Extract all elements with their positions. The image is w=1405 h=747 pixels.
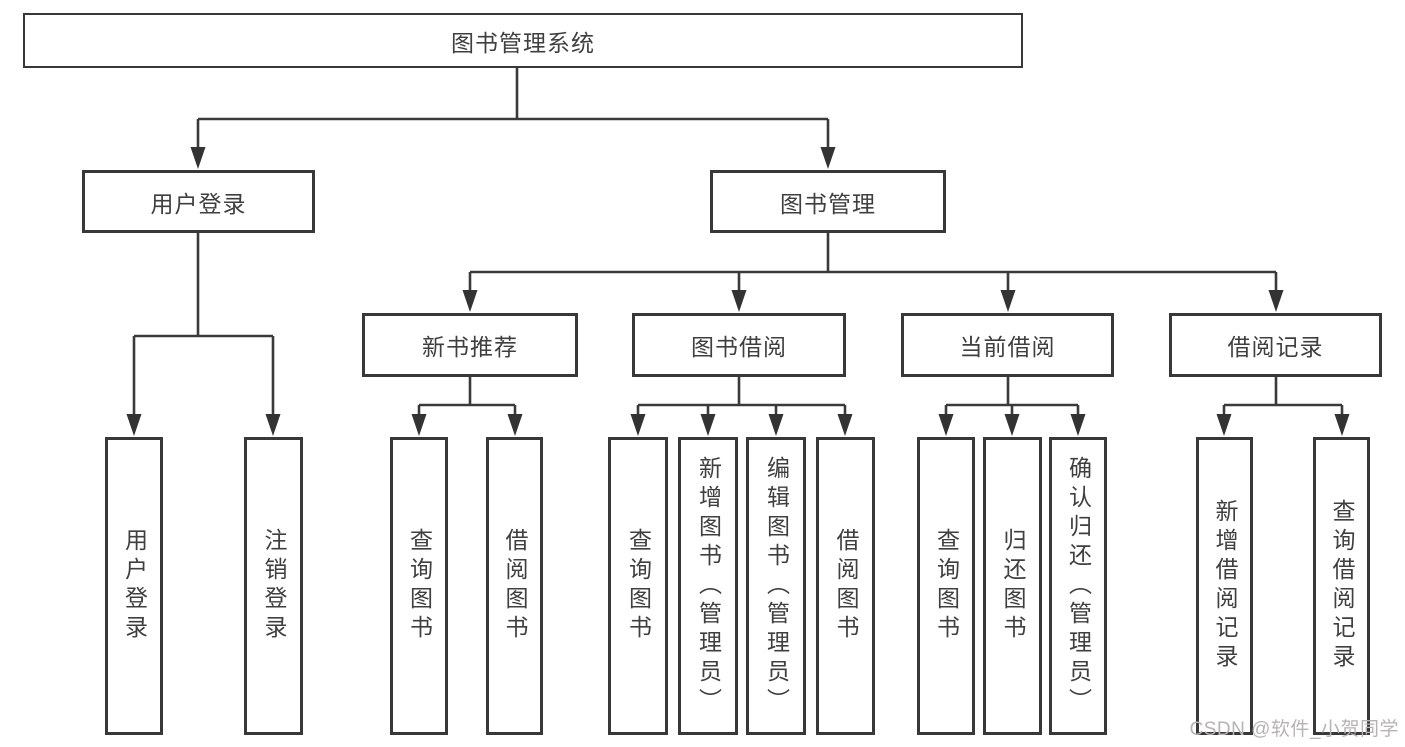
- node-label: 当前借阅: [959, 334, 1056, 360]
- leaf-label: 确认归还（管理员）: [1065, 455, 1092, 717]
- node-borrow-record: 借阅记录: [1169, 313, 1382, 377]
- node-label: 图书管理: [780, 190, 876, 217]
- leaf-label: 查询图书: [933, 528, 960, 644]
- leaf-query-books-recommend: 查询图书: [390, 437, 448, 735]
- connector-user-login-children: [126, 233, 281, 436]
- node-label: 图书借阅: [691, 334, 787, 360]
- leaf-label: 查询借阅记录: [1329, 499, 1355, 673]
- leaf-logout-login: 注销登录: [244, 437, 303, 735]
- connector-book-borrow-children: [630, 377, 853, 436]
- leaf-query-borrow-record: 查询借阅记录: [1313, 437, 1370, 735]
- connector-new-book-recommend-children: [411, 377, 523, 436]
- leaf-label: 编辑图书（管理员）: [763, 455, 790, 717]
- node-label: 用户登录: [150, 190, 247, 217]
- leaf-borrow-books-recommend: 借阅图书: [486, 437, 543, 735]
- node-library-management-system: 图书管理系统: [23, 13, 1023, 68]
- leaf-label: 新增图书（管理员）: [695, 455, 722, 717]
- leaf-label: 用户登录: [121, 528, 148, 644]
- connector-book-management-children: [462, 233, 1284, 312]
- node-label: 图书管理系统: [451, 29, 595, 56]
- node-label: 新书推荐: [422, 334, 518, 360]
- node-book-management: 图书管理: [710, 170, 946, 233]
- leaf-label: 新增借阅记录: [1212, 499, 1238, 673]
- node-current-borrow: 当前借阅: [901, 313, 1114, 377]
- node-new-book-recommend: 新书推荐: [362, 313, 578, 377]
- leaf-label: 借阅图书: [833, 528, 859, 644]
- leaf-query-books-borrow: 查询图书: [608, 437, 668, 735]
- leaf-add-borrow-record: 新增借阅记录: [1196, 437, 1253, 735]
- connector-borrow-record-children: [1216, 377, 1350, 436]
- leaf-query-books-current: 查询图书: [917, 437, 975, 735]
- leaf-label: 借阅图书: [502, 528, 528, 644]
- connector-root-to-level2: [190, 68, 836, 169]
- leaf-label: 归还图书: [1000, 528, 1026, 644]
- leaf-return-book: 归还图书: [983, 437, 1042, 735]
- leaf-label: 查询图书: [406, 528, 433, 644]
- node-label: 借阅记录: [1227, 334, 1324, 360]
- leaf-label: 查询图书: [625, 528, 652, 644]
- node-user-login: 用户登录: [82, 170, 315, 233]
- leaf-user-login: 用户登录: [105, 437, 163, 735]
- leaf-add-book-admin: 新增图书（管理员）: [678, 437, 738, 735]
- csdn-watermark: CSDN @软件_小贺同学: [1189, 719, 1399, 740]
- connector-current-borrow-children: [938, 377, 1086, 436]
- leaf-confirm-return-admin: 确认归还（管理员）: [1049, 437, 1107, 735]
- leaf-label: 注销登录: [261, 528, 287, 644]
- leaf-edit-book-admin: 编辑图书（管理员）: [746, 437, 806, 735]
- leaf-borrow-books: 借阅图书: [816, 437, 875, 735]
- node-book-borrow: 图书借阅: [632, 313, 846, 377]
